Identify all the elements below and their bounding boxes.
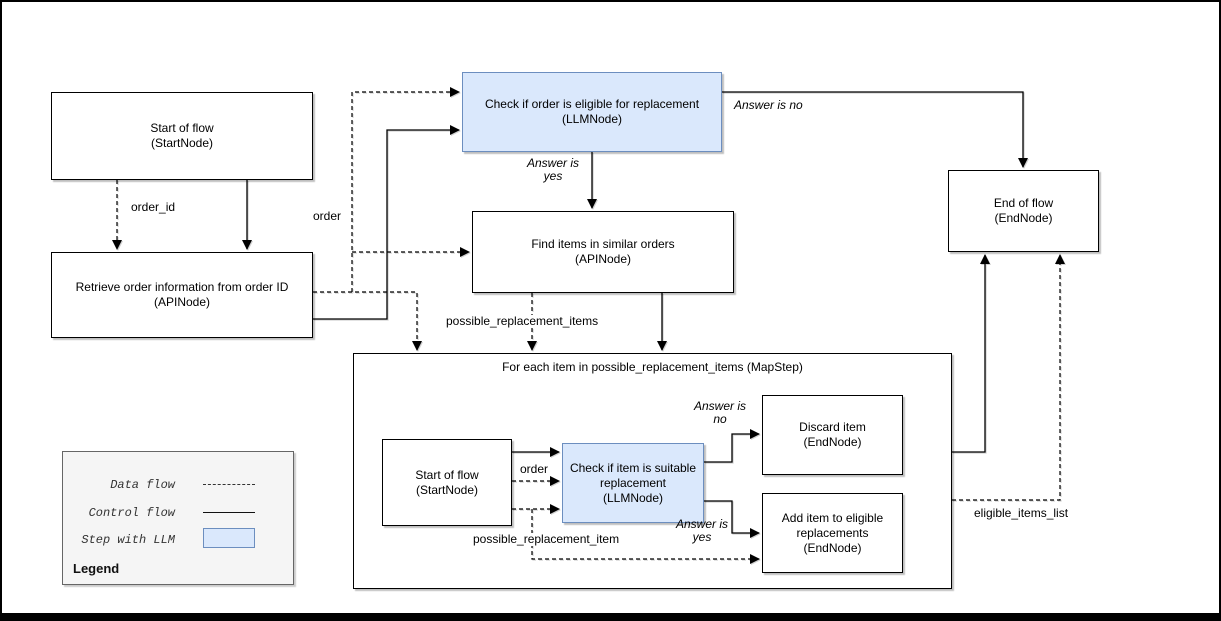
edge-label-order: order — [312, 209, 343, 223]
node-label: Add item to eligible replacements — [781, 510, 884, 540]
node-type: (StartNode) — [415, 482, 479, 497]
node-label: Discard item — [799, 420, 866, 434]
dashed-line-sample — [203, 484, 255, 485]
node-type: (EndNode) — [994, 211, 1053, 225]
edge-label-possible-replacement-items: possible_replacement_items — [445, 314, 600, 328]
node-label: Check if item is suitable replacement — [569, 460, 697, 490]
solid-line-sample — [203, 512, 255, 513]
node-type: (StartNode) — [150, 136, 214, 150]
node-type: (LLMNode) — [561, 112, 623, 126]
node-discard-item[interactable]: Discard item (EndNode) — [762, 395, 903, 475]
node-type: (APINode) — [153, 295, 211, 309]
edge-map-to-end-control — [952, 254, 990, 453]
node-label: Find items in similar orders — [531, 237, 675, 251]
node-find-items-similar-orders[interactable]: Find items in similar orders (APINode) — [472, 211, 734, 293]
edge-label-answer-no: Answer is no — [733, 98, 804, 112]
node-check-order-eligible[interactable]: Check if order is eligible for replaceme… — [462, 72, 722, 152]
edge-label-answer-yes: Answer is yes — [519, 157, 587, 183]
edge-retrieve-to-check-control — [313, 125, 460, 320]
llm-step-sample — [203, 528, 255, 548]
legend-item-step-with-llm: Step with LLM — [81, 533, 175, 547]
map-step-title: For each item in possible_replacement_it… — [502, 360, 803, 374]
node-type: (APINode) — [574, 252, 632, 266]
node-type: (EndNode) — [803, 540, 862, 555]
legend-box: Data flow Control flow Step with LLM Leg… — [62, 451, 294, 585]
node-end-of-flow[interactable]: End of flow (EndNode) — [948, 170, 1099, 252]
node-label: Retrieve order information from order ID — [75, 280, 289, 294]
node-label: Start of flow — [150, 121, 214, 135]
edge-label-answer-yes-inner: Answer is yes — [675, 517, 728, 544]
edge-label-answer-no-inner: Answer is no — [693, 399, 746, 426]
node-inner-start-of-flow[interactable]: Start of flow (StartNode) — [382, 439, 512, 526]
node-start-of-flow[interactable]: Start of flow (StartNode) — [51, 92, 313, 180]
legend-title: Legend — [73, 561, 120, 576]
node-label: Start of flow — [415, 467, 479, 482]
edge-map-to-end-data — [952, 254, 1065, 501]
node-add-item-eligible[interactable]: Add item to eligible replacements (EndNo… — [762, 493, 903, 573]
edge-label-eligible-items-list: eligible_items_list — [973, 506, 1070, 520]
node-retrieve-order-info[interactable]: Retrieve order information from order ID… — [51, 252, 313, 338]
legend-item-data-flow: Data flow — [110, 478, 175, 492]
node-check-item-suitable[interactable]: Check if item is suitable replacement (L… — [562, 443, 704, 523]
node-type: (LLMNode) — [602, 490, 664, 505]
node-type: (EndNode) — [803, 435, 862, 449]
node-label: Check if order is eligible for replaceme… — [484, 97, 700, 111]
legend-item-control-flow: Control flow — [88, 506, 175, 520]
edge-label-order-inner: order — [519, 462, 550, 476]
node-label: End of flow — [993, 196, 1054, 210]
edge-label-order-id: order_id — [130, 200, 177, 214]
edge-retrieve-to-map-data — [313, 291, 422, 351]
edge-retrieve-to-check-data — [351, 87, 460, 292]
edge-label-possible-replacement-item: possible_replacement_item — [472, 532, 621, 546]
